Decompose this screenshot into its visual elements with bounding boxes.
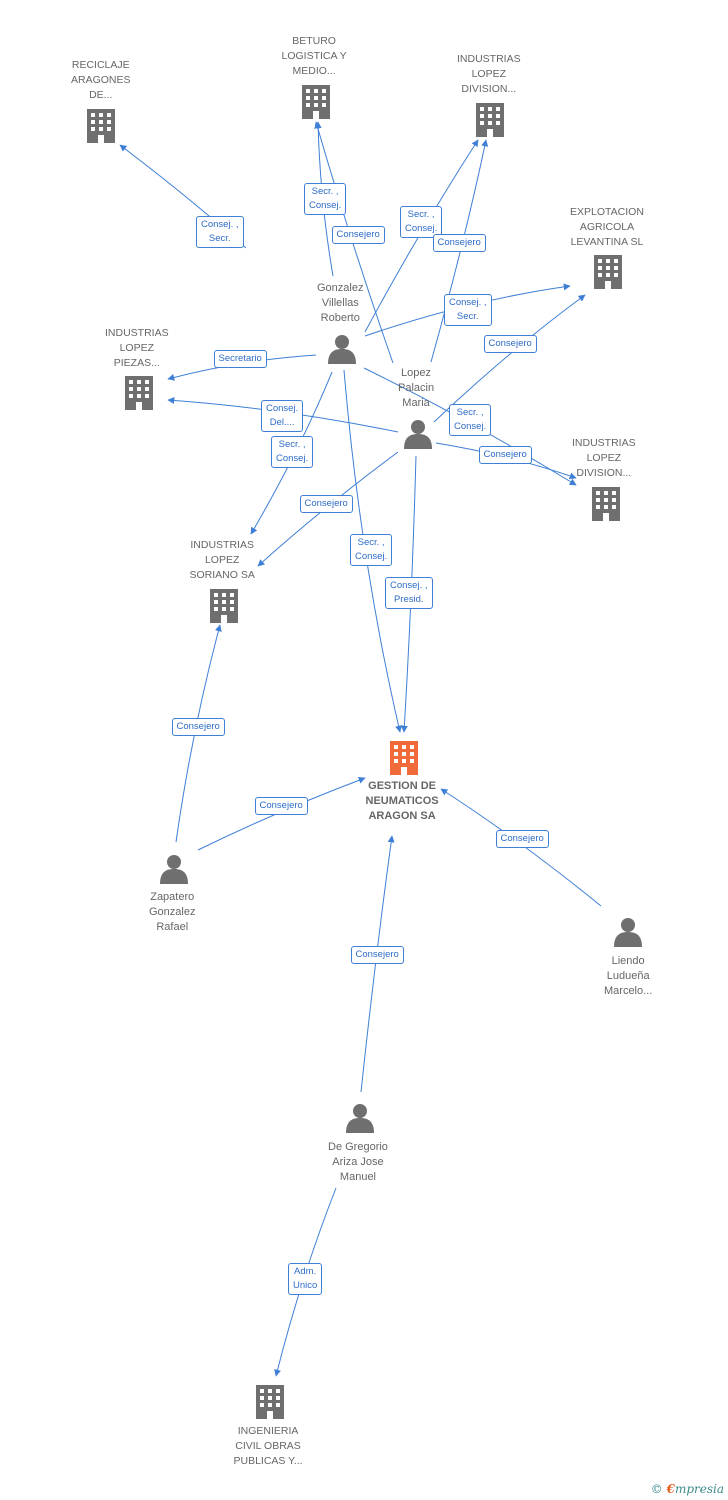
person-icon[interactable] [328,335,356,364]
node-label: INGENIERIA CIVIL OBRAS PUBLICAS Y... [233,1425,303,1467]
node-liendo[interactable]: Liendo Ludueña Marcelo... [604,954,652,999]
building-icon[interactable] [390,741,418,775]
person-icon[interactable] [160,855,188,884]
person-icon[interactable] [404,420,432,449]
edge-label[interactable]: Consej. , Presid. [385,577,433,609]
node-ind-lopez-piezas[interactable]: INDUSTRIAS LOPEZ PIEZAS... [105,326,169,371]
icons-layer [87,85,642,1419]
building-icon[interactable] [476,103,504,137]
node-label: EXPLOTACION AGRICOLA LEVANTINA SL [570,206,644,248]
node-label: INDUSTRIAS LOPEZ PIEZAS... [105,327,169,369]
edge-label[interactable]: Consejero [299,495,353,513]
edge-label[interactable]: Secr. , Consej. [271,436,314,468]
node-reciclaje[interactable]: RECICLAJE ARAGONES DE... [71,58,131,103]
edge-label[interactable]: Secretario [213,350,267,368]
node-label: BETURO LOGISTICA Y MEDIO... [281,35,347,77]
building-icon[interactable] [594,255,622,289]
node-label: Gonzalez Villellas Roberto [317,282,364,324]
edge-label[interactable]: Consejero [432,234,486,252]
edge-label[interactable]: Consejero [495,830,549,848]
building-icon[interactable] [592,487,620,521]
node-label: De Gregorio Ariza Jose Manuel [328,1141,388,1183]
building-icon[interactable] [302,85,330,119]
building-icon[interactable] [256,1385,284,1419]
node-label: GESTION DE NEUMATICOS ARAGON SA [365,780,439,822]
node-label: Lopez Palacin Maria [398,367,435,409]
person-icon[interactable] [346,1104,374,1133]
building-icon[interactable] [125,376,153,410]
node-explotacion[interactable]: EXPLOTACION AGRICOLA LEVANTINA SL [570,205,644,250]
node-label: RECICLAJE ARAGONES DE... [71,59,131,101]
edge-label[interactable]: Consejero [171,718,225,736]
node-label: INDUSTRIAS LOPEZ SORIANO SA [189,539,255,581]
node-ingenieria[interactable]: INGENIERIA CIVIL OBRAS PUBLICAS Y... [234,1424,303,1469]
node-ind-lopez-soriano[interactable]: INDUSTRIAS LOPEZ SORIANO SA [190,538,255,583]
node-label: Liendo Ludueña Marcelo... [604,955,653,997]
building-icon[interactable] [210,589,238,623]
edge-label[interactable]: Secr. , Consej. [400,206,443,238]
node-gestion[interactable]: GESTION DE NEUMATICOS ARAGON SA [366,779,439,824]
edge-label[interactable]: Secr. , Consej. [350,534,393,566]
person-icon[interactable] [614,918,642,947]
edge-label[interactable]: Secr. , Consej. [304,183,347,215]
edge-label[interactable]: Consejero [478,446,532,464]
empresia-logo: © €mpresia [650,1482,724,1496]
node-degregorio[interactable]: De Gregorio Ariza Jose Manuel [328,1140,388,1185]
edge-label[interactable]: Consejero [254,797,308,815]
edge-label[interactable]: Consejero [331,226,385,244]
node-label: INDUSTRIAS LOPEZ DIVISION... [457,53,521,95]
node-lopez[interactable]: Lopez Palacin Maria [398,366,434,411]
node-label: Zapatero Gonzalez Rafael [149,891,196,933]
node-gonzalez[interactable]: Gonzalez Villellas Roberto [317,281,363,326]
edge-degregorio-to-gestion [360,835,395,1093]
node-label: INDUSTRIAS LOPEZ DIVISION... [572,437,636,479]
edge-label[interactable]: Consejero [483,335,537,353]
building-icon[interactable] [87,109,115,143]
edge-label[interactable]: Consej. , Secr. [196,216,244,248]
edge-label[interactable]: Adm. Unico [288,1263,323,1295]
node-zapatero[interactable]: Zapatero Gonzalez Rafael [149,890,195,935]
edge-label[interactable]: Secr. , Consej. [449,404,492,436]
node-beturo[interactable]: BETURO LOGISTICA Y MEDIO... [282,34,347,79]
edge-label[interactable]: Consejero [350,946,404,964]
node-ind-lopez-div2[interactable]: INDUSTRIAS LOPEZ DIVISION... [572,436,636,481]
edge-label[interactable]: Consej. Del.... [261,400,304,432]
node-ind-lopez-div1[interactable]: INDUSTRIAS LOPEZ DIVISION... [457,52,521,97]
edge-label[interactable]: Consej. , Secr. [444,294,492,326]
